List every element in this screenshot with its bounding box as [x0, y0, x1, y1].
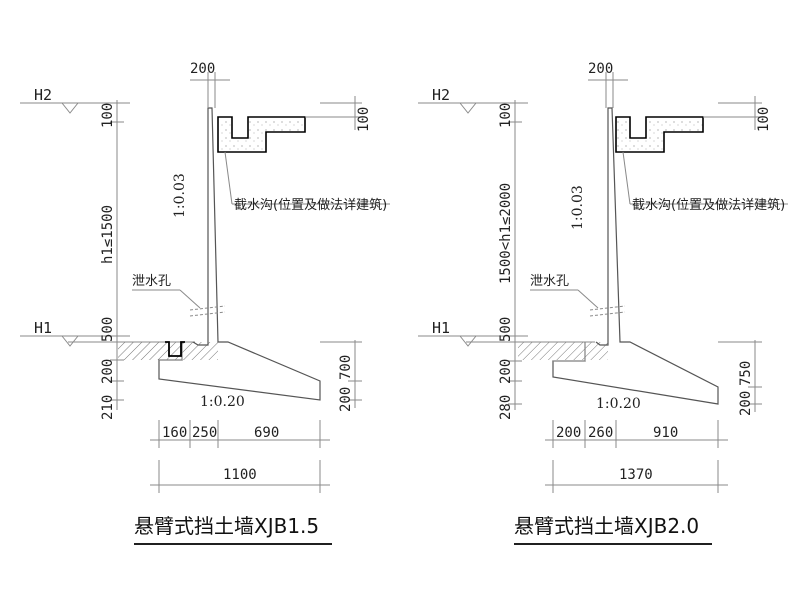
h1-level: H1 — [34, 319, 52, 337]
stem-slope: 1:0.03 — [570, 185, 586, 230]
dim-top-width: 200 — [190, 61, 215, 77]
dim-b-total: 1370 — [619, 467, 653, 483]
weep-note: 泄水孔 — [132, 274, 171, 289]
base-slope: 1:0.20 — [596, 396, 641, 412]
dim-b-toe: 160 — [162, 425, 187, 441]
dim-top-width: 200 — [588, 61, 613, 77]
h2-level: H2 — [432, 86, 450, 104]
stem-slope: 1:0.03 — [172, 173, 188, 218]
dim-freeboard-right: 100 — [756, 107, 772, 132]
wall-section-xjb2-0: 200 H2 H1 100 1500<h1≤2000 500 200 280 7… — [418, 61, 788, 545]
dim-freeboard-left: 100 — [100, 103, 116, 128]
dim-b-heel: 690 — [254, 425, 279, 441]
dim-toe-thickness: 200 — [100, 359, 116, 384]
base-slope: 1:0.20 — [200, 394, 245, 410]
dim-h1-range: h1≤1500 — [100, 205, 116, 264]
drain-channel — [165, 341, 185, 357]
dim-toe-thickness: 200 — [498, 359, 514, 384]
dim-heel-total: 750 — [738, 361, 754, 386]
dim-embed-depth: 500 — [498, 317, 514, 342]
drawing-title: 悬臂式挡土墙XJB1.5 — [134, 514, 319, 538]
dim-heel-end: 200 — [738, 391, 754, 416]
dim-b-toe: 200 — [556, 425, 581, 441]
dim-below-toe: 280 — [498, 395, 514, 420]
weep-note: 泄水孔 — [530, 274, 569, 289]
drawing-title: 悬臂式挡土墙XJB2.0 — [514, 514, 699, 538]
wall-section-xjb1-5: 200 H2 H1 100 h1≤1500 500 200 210 700 20… — [20, 61, 390, 545]
dim-embed-depth: 500 — [100, 317, 116, 342]
dim-h1-range: 1500<h1≤2000 — [498, 183, 514, 284]
h2-level: H2 — [34, 86, 52, 104]
intercept-ditch — [615, 116, 704, 153]
dim-b-heel: 910 — [653, 425, 678, 441]
dim-heel-end: 200 — [338, 387, 354, 412]
dim-b-total: 1100 — [223, 467, 257, 483]
dim-b-stem: 260 — [588, 425, 613, 441]
dim-b-stem: 250 — [192, 425, 217, 441]
ditch-note: 截水沟(位置及做法详建筑) — [632, 197, 785, 213]
ground-hatch — [518, 342, 608, 360]
ditch-note: 截水沟(位置及做法详建筑) — [234, 197, 387, 213]
intercept-ditch — [217, 116, 306, 153]
ground-hatch — [118, 342, 218, 360]
dim-freeboard-right: 100 — [356, 107, 372, 132]
dim-heel-total: 700 — [338, 355, 354, 380]
h1-level: H1 — [432, 319, 450, 337]
dim-freeboard-left: 100 — [498, 103, 514, 128]
dim-below-toe: 210 — [100, 395, 116, 420]
